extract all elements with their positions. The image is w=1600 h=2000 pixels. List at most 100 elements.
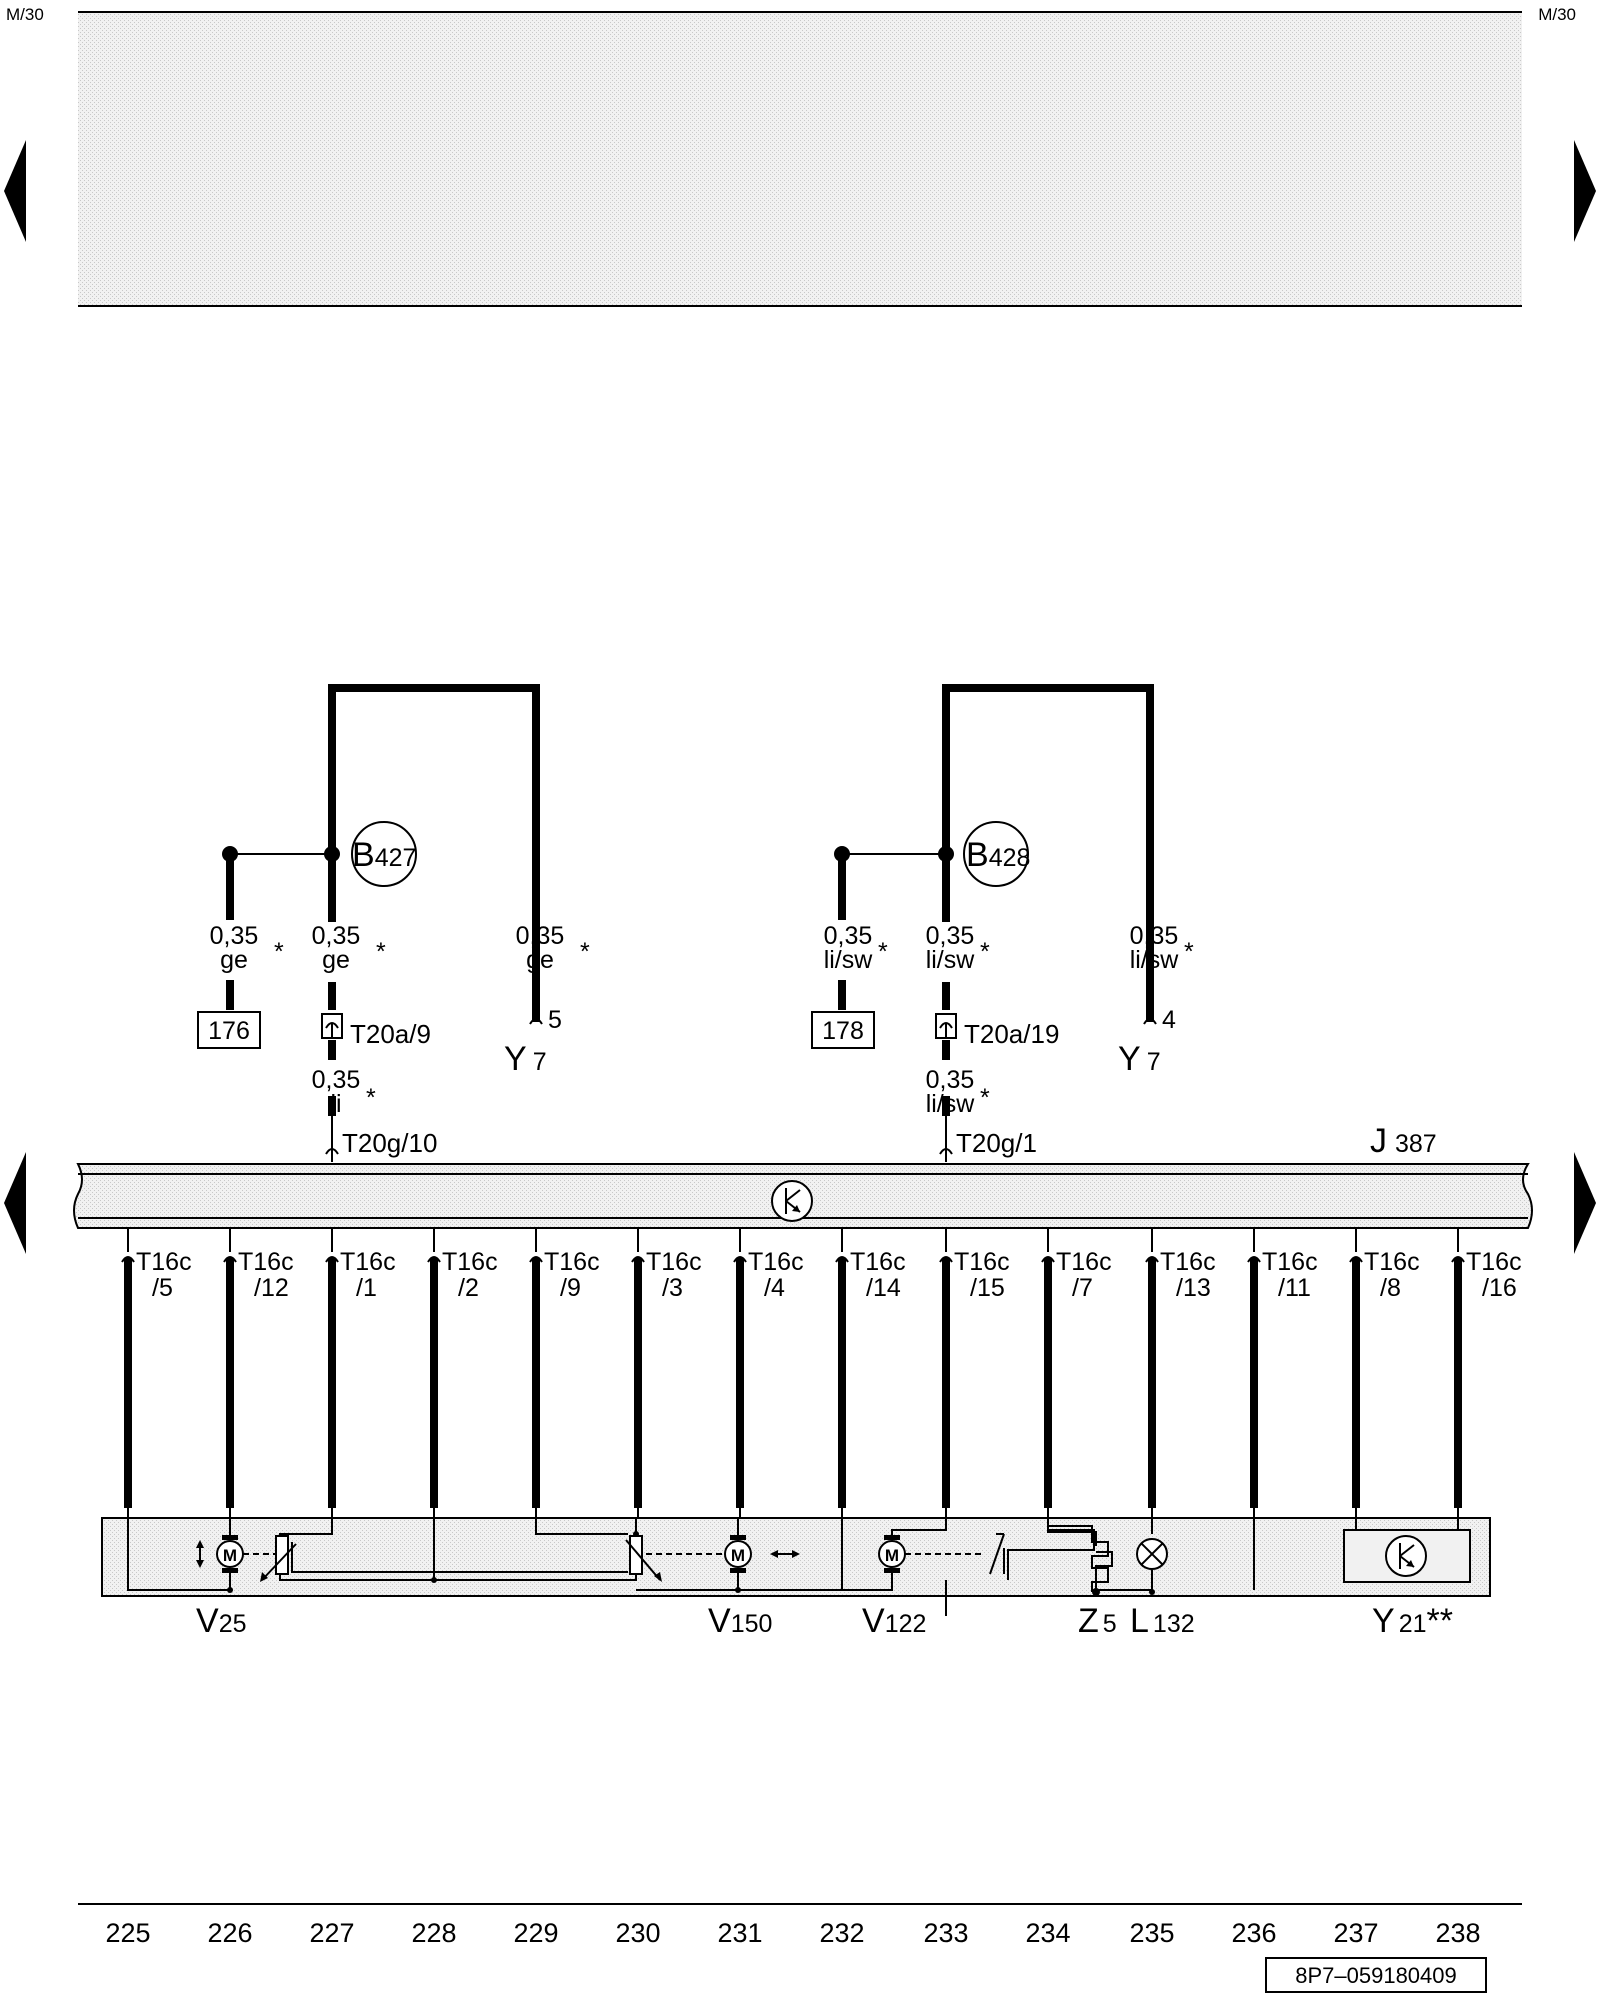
t16c-connector-label: T16c bbox=[1466, 1248, 1522, 1276]
component-v122: V122 bbox=[862, 1602, 926, 1640]
wire-label-178: 0,35 li/sw * bbox=[824, 922, 888, 974]
svg-text:*: * bbox=[274, 938, 284, 966]
ground-dots bbox=[227, 1531, 741, 1593]
t16c-pin-label: /5 bbox=[152, 1274, 173, 1302]
t16c-wire bbox=[1145, 1228, 1159, 1518]
left-triangle-icon[interactable] bbox=[4, 140, 26, 242]
svg-text:*: * bbox=[580, 938, 590, 966]
svg-text:li/sw: li/sw bbox=[824, 946, 874, 974]
motor-v25-icon: M bbox=[216, 1535, 278, 1573]
t16c-pin-label: /11 bbox=[1278, 1274, 1311, 1302]
t16c-pin-label: /2 bbox=[458, 1274, 479, 1302]
t16c-pin-label: /3 bbox=[662, 1274, 683, 1302]
t16c-pin-label: /12 bbox=[254, 1274, 289, 1302]
motor-v122-icon: M bbox=[878, 1535, 984, 1573]
svg-text:*: * bbox=[980, 938, 990, 966]
transistor-icon bbox=[1385, 1535, 1427, 1577]
t16c-connector-label: T16c bbox=[1262, 1248, 1318, 1276]
track-number: 233 bbox=[923, 1918, 968, 1948]
splice-group-b428 bbox=[834, 684, 1154, 1162]
switch-icon bbox=[989, 1533, 1005, 1575]
svg-text:0,35: 0,35 bbox=[1130, 922, 1179, 950]
page-ref-left: M/30 bbox=[6, 5, 44, 24]
svg-text:M: M bbox=[731, 1546, 745, 1565]
track-number: 228 bbox=[411, 1918, 456, 1948]
t16c-wire bbox=[529, 1228, 543, 1518]
t16c-connector-label: T16c bbox=[442, 1248, 498, 1276]
t16c-connector-label: T16c bbox=[954, 1248, 1010, 1276]
component-v150: V150 bbox=[708, 1602, 772, 1640]
connector-t20a9: T20a/9 bbox=[350, 1019, 431, 1049]
connector-t20a9-icon bbox=[321, 1013, 343, 1039]
track-number: 234 bbox=[1025, 1918, 1070, 1948]
wire-label-b427-down: 0,35 ge * bbox=[312, 922, 386, 974]
t16c-wire bbox=[1451, 1228, 1465, 1518]
header-panel bbox=[78, 12, 1522, 306]
wire-label-176: 0,35 ge * bbox=[210, 922, 284, 974]
potentiometer-right-icon bbox=[625, 1535, 662, 1582]
t16c-pin-label: /16 bbox=[1482, 1274, 1517, 1302]
heater-z5-icon bbox=[1047, 1516, 1109, 1596]
t16c-connector-label: T16c bbox=[646, 1248, 702, 1276]
svg-text:li/sw: li/sw bbox=[1130, 946, 1180, 974]
svg-text:li: li bbox=[330, 1090, 341, 1118]
wire-label-t20g10: 0,35 li * bbox=[312, 1066, 376, 1118]
wire-label-t20g1: 0,35 li/sw * bbox=[926, 1066, 990, 1118]
svg-text:ge: ge bbox=[220, 946, 248, 974]
connector-y7a-pin: 5 bbox=[548, 1006, 562, 1034]
track-number: 236 bbox=[1231, 1918, 1276, 1948]
t16c-wire bbox=[733, 1228, 747, 1518]
reference-178: 178 bbox=[822, 1017, 864, 1045]
page-ref-right: M/30 bbox=[1538, 5, 1576, 24]
connector-t20g10: T20g/10 bbox=[342, 1128, 437, 1158]
transistor-icon bbox=[771, 1180, 813, 1222]
t16c-connector-label: T16c bbox=[544, 1248, 600, 1276]
wire-label-b428-down: 0,35 li/sw * bbox=[926, 922, 990, 974]
track-number: 229 bbox=[513, 1918, 558, 1948]
svg-text:0,35: 0,35 bbox=[516, 922, 565, 950]
svg-text:ge: ge bbox=[322, 946, 350, 974]
t16c-wire bbox=[223, 1228, 237, 1518]
wire-label-y7-5: 0,35 ge * bbox=[516, 922, 590, 974]
double-arrow-vertical-icon bbox=[196, 1540, 204, 1568]
svg-text:0,35: 0,35 bbox=[824, 922, 873, 950]
right-triangle-icon[interactable] bbox=[1574, 140, 1596, 242]
pin-arrow-icon bbox=[1143, 1018, 1157, 1025]
component-v25: V25 bbox=[196, 1602, 247, 1640]
doc-code: 8P7–059180409 bbox=[1295, 1963, 1457, 1988]
pin-arrow-icon bbox=[325, 1148, 339, 1155]
track-number: 238 bbox=[1435, 1918, 1480, 1948]
svg-text:ge: ge bbox=[526, 946, 554, 974]
connector-t20a19: T20a/19 bbox=[964, 1019, 1059, 1049]
t16c-pin-label: /7 bbox=[1072, 1274, 1093, 1302]
svg-text:0,35: 0,35 bbox=[312, 922, 361, 950]
t16c-wire bbox=[121, 1228, 135, 1518]
pin-arrow-icon bbox=[939, 1148, 953, 1155]
splice-b427 bbox=[351, 821, 417, 887]
track-number: 225 bbox=[105, 1918, 150, 1948]
reference-176: 176 bbox=[208, 1017, 250, 1045]
t16c-wire-group bbox=[121, 1228, 1465, 1518]
splice-b428-label: B428 bbox=[966, 836, 1030, 874]
svg-text:M: M bbox=[223, 1546, 237, 1565]
t16c-connector-label: T16c bbox=[340, 1248, 396, 1276]
t16c-connector-label: T16c bbox=[238, 1248, 294, 1276]
t16c-pin-label: /8 bbox=[1380, 1274, 1401, 1302]
svg-text:0,35: 0,35 bbox=[926, 922, 975, 950]
splice-b427-label: B427 bbox=[352, 836, 416, 874]
right-triangle-icon[interactable] bbox=[1574, 1152, 1596, 1254]
connector-t20g1: T20g/1 bbox=[956, 1128, 1037, 1158]
t16c-wire bbox=[835, 1228, 849, 1518]
t16c-pin-label: /14 bbox=[866, 1274, 901, 1302]
left-triangle-icon[interactable] bbox=[4, 1152, 26, 1254]
svg-text:M: M bbox=[885, 1546, 899, 1565]
t16c-wire bbox=[427, 1228, 441, 1518]
svg-text:li/sw: li/sw bbox=[926, 946, 976, 974]
track-number: 235 bbox=[1129, 1918, 1174, 1948]
t16c-pin-label: /15 bbox=[970, 1274, 1005, 1302]
